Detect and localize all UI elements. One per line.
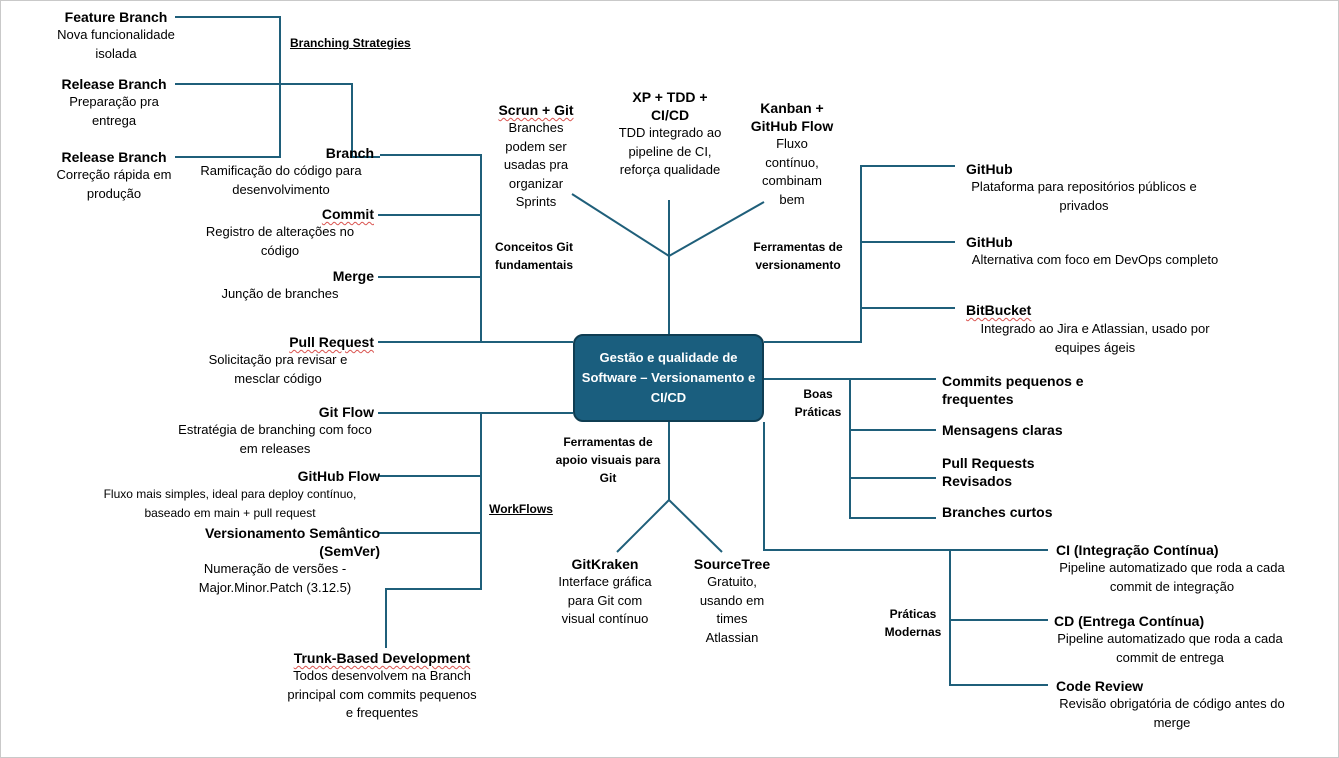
node-github-2: GitHub Alternativa com foco em DevOps co…	[960, 233, 1220, 270]
node-title: Release Branch	[61, 76, 167, 92]
node-desc: Integrado ao Jira e Atlassian, usado por…	[980, 321, 1210, 355]
node-cd: CD (Entrega Contínua) Pipeline automatiz…	[1050, 612, 1290, 667]
node-github-1: GitHub Plataforma para repositórios públ…	[960, 160, 1220, 215]
node-desc: Numeração de versões - Major.Minor.Patch…	[198, 561, 352, 595]
node-desc: Estratégia de branching com foco em rele…	[178, 422, 372, 456]
node-title: Scrun + Git	[498, 102, 574, 118]
node-desc: Registro de alterações no código	[205, 224, 355, 258]
node-git-flow: Git Flow Estratégia de branching com foc…	[170, 403, 380, 458]
node-title: CI (Integração Contínua)	[1056, 542, 1219, 558]
node-pull-requests-revisados: Pull Requests Revisados	[942, 455, 1035, 489]
node-kanban: Kanban + GitHub Flow Fluxo contínuo, com…	[742, 99, 842, 209]
node-desc: Correção rápida em produção	[56, 167, 172, 201]
node-desc: Gratuito, usando em times Atlassian	[699, 574, 765, 645]
node-title: Commit	[321, 206, 374, 222]
group-label-conceitos: Conceitos Git fundamentais	[494, 240, 573, 272]
node-title: Trunk-Based Development	[293, 650, 471, 666]
connector-workflows	[378, 412, 573, 648]
node-pull-request: Pull Request Solicitação pra revisar e m…	[176, 333, 380, 388]
node-desc: Pipeline automatizado que roda a cada co…	[1057, 631, 1283, 665]
node-title: Branch	[325, 145, 374, 161]
node-title: Feature Branch	[64, 9, 168, 25]
node-ci: CI (Integração Contínua) Pipeline automa…	[1052, 541, 1292, 596]
node-desc: Todos desenvolvem na Branch principal co…	[287, 668, 477, 720]
node-title: BitBucket	[966, 302, 1032, 318]
node-title: GitKraken	[571, 556, 639, 572]
node-title: GitHub	[966, 234, 1013, 250]
node-commit: Commit Registro de alterações no código	[180, 205, 380, 260]
connector-conceitos	[378, 154, 573, 343]
node-release-branch: Release Branch Preparação pra entrega	[14, 75, 214, 130]
node-xp-tdd: XP + TDD + CI/CD TDD integrado ao pipeli…	[614, 88, 726, 180]
node-title: GitHub Flow	[297, 468, 380, 484]
node-bitbucket: BitBucket Integrado ao Jira e Atlassian,…	[960, 301, 1230, 357]
node-desc: Interface gráfica para Git com visual co…	[558, 574, 652, 626]
node-title: Git Flow	[318, 404, 374, 420]
node-desc: TDD integrado ao pipeline de CI, reforça…	[618, 125, 722, 177]
group-label-branching: Branching Strategies	[290, 36, 411, 50]
node-title: Kanban + GitHub Flow	[750, 100, 834, 134]
node-title: XP + TDD + CI/CD	[632, 89, 708, 123]
node-merge: Merge Junção de branches	[180, 267, 380, 304]
node-title: Versionamento Semântico (SemVer)	[204, 525, 380, 559]
node-title: Pull Request	[289, 334, 374, 350]
node-title: CD (Entrega Contínua)	[1054, 613, 1205, 629]
node-gitkraken: GitKraken Interface gráfica para Git com…	[552, 555, 658, 629]
node-commits-pequenos: Commits pequenos e frequentes	[942, 373, 1084, 407]
node-desc: Junção de branches	[221, 286, 339, 301]
node-desc: Fluxo contínuo, combinam bem	[762, 136, 822, 207]
node-code-review: Code Review Revisão obrigatória de códig…	[1052, 677, 1292, 732]
node-title: Merge	[332, 268, 374, 284]
node-desc: Fluxo mais simples, ideal para deploy co…	[103, 487, 357, 520]
node-sourcetree: SourceTree Gratuito, usando em times Atl…	[684, 555, 780, 647]
connector-boas	[764, 378, 936, 519]
node-mensagens-claras: Mensagens claras	[942, 422, 1063, 438]
group-label-boas-praticas: Boas Práticas	[794, 387, 842, 419]
node-title: Code Review	[1056, 678, 1144, 694]
group-label-workflows: WorkFlows	[489, 502, 553, 516]
node-branch: Branch Ramificação do código para desenv…	[176, 144, 386, 199]
center-topic: Gestão e qualidade de Software – Version…	[573, 334, 764, 422]
node-desc: Preparação pra entrega	[69, 94, 159, 128]
node-desc: Plataforma para repositórios públicos e …	[971, 179, 1197, 213]
connector-branching	[175, 16, 380, 158]
connector-ferramentas	[764, 165, 955, 343]
node-desc: Pipeline automatizado que roda a cada co…	[1059, 560, 1285, 594]
connector-top	[571, 193, 765, 334]
node-scrum-git: Scrun + Git Branches podem ser usadas pr…	[490, 101, 582, 212]
node-desc: Ramificação do código para desenvolvimen…	[200, 163, 362, 197]
node-desc: Solicitação pra revisar e mesclar código	[208, 352, 348, 386]
node-desc: Branches podem ser usadas pra organizar …	[503, 120, 569, 209]
node-desc: Alternativa com foco em DevOps completo	[971, 252, 1219, 267]
group-label-ferramentas-versionamento: Ferramentas de versionamento	[753, 240, 843, 272]
node-title: SourceTree	[693, 556, 771, 572]
node-hotfix-branch: Release Branch Correção rápida em produç…	[14, 148, 214, 203]
connector-visuais	[616, 422, 723, 553]
node-branches-curtos: Branches curtos	[942, 504, 1053, 520]
node-trunk: Trunk-Based Development Todos desenvolve…	[268, 649, 496, 723]
node-desc: Revisão obrigatória de código antes do m…	[1059, 696, 1285, 730]
group-label-praticas-modernas: Práticas Modernas	[884, 607, 942, 639]
node-title: GitHub	[966, 161, 1013, 177]
node-feature-branch: Feature Branch Nova funcionalidade isola…	[16, 8, 216, 63]
node-desc: Nova funcionalidade isolada	[57, 27, 175, 61]
connector-modernas	[763, 422, 1048, 686]
node-semver: Versionamento Semântico (SemVer) Numeraç…	[170, 524, 380, 597]
node-title: Release Branch	[61, 149, 167, 165]
group-label-ferramentas-visuais: Ferramentas de apoio visuais para Git	[555, 435, 661, 485]
node-github-flow: GitHub Flow Fluxo mais simples, ideal pa…	[80, 467, 380, 522]
